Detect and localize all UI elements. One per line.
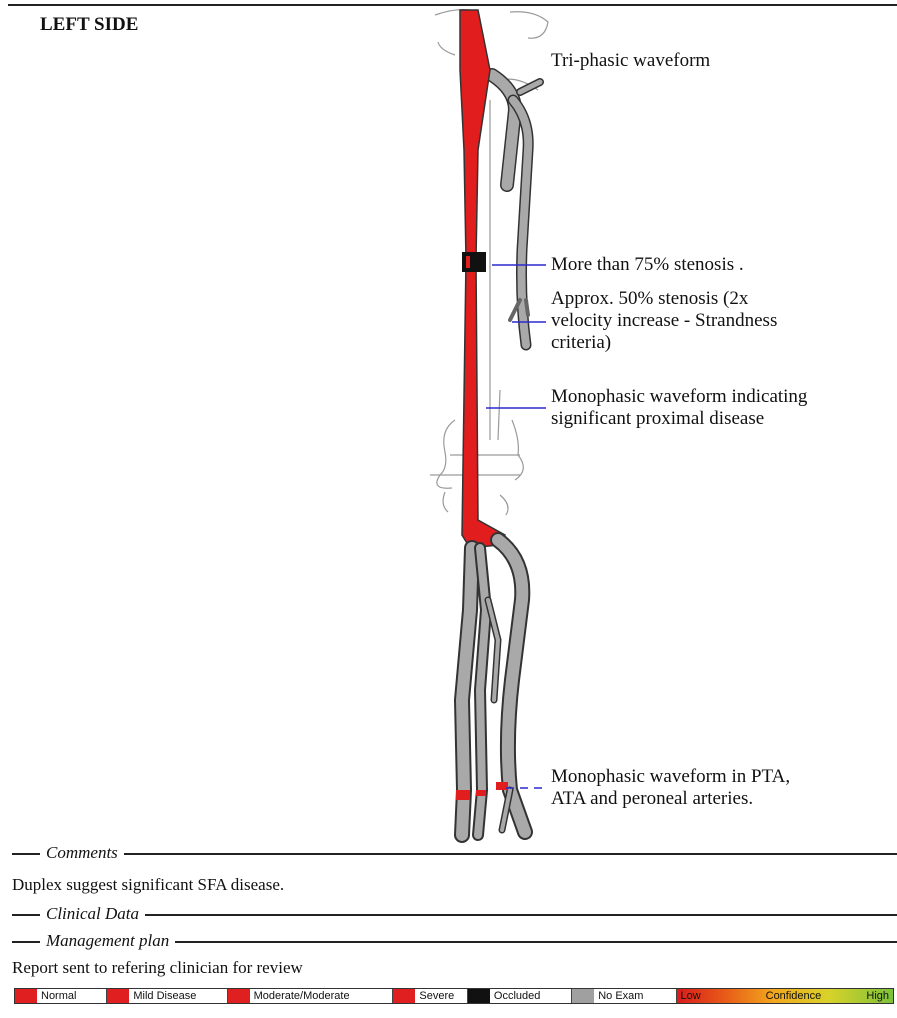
legend-swatch bbox=[393, 989, 415, 1003]
legend-swatch bbox=[468, 989, 490, 1003]
comments-text: Duplex suggest significant SFA disease. bbox=[12, 874, 284, 896]
legend-swatch bbox=[107, 989, 129, 1003]
annotation-line: significant proximal disease bbox=[551, 408, 807, 430]
legend-label: No Exam bbox=[594, 990, 647, 1002]
deep-femoral-branches bbox=[492, 75, 540, 345]
legend-normal: Normal bbox=[15, 989, 107, 1003]
management-plan-text: Report sent to refering clinician for re… bbox=[12, 957, 303, 979]
legend-no-exam: No Exam bbox=[572, 989, 676, 1003]
legend-occluded: Occluded bbox=[468, 989, 572, 1003]
annotation-stenosis-50: Approx. 50% stenosis (2x velocity increa… bbox=[551, 288, 777, 354]
comments-label: Comments bbox=[40, 842, 124, 864]
divider bbox=[12, 853, 897, 855]
legend-label: Severe bbox=[415, 990, 458, 1002]
annotation-monophasic-distal: Monophasic waveform in PTA, ATA and pero… bbox=[551, 766, 790, 810]
legend-swatch bbox=[572, 989, 594, 1003]
legend-moderate: Moderate/Moderate bbox=[228, 989, 394, 1003]
annotation-triphasic: Tri-phasic waveform bbox=[551, 50, 710, 72]
confidence-low-label: Low bbox=[677, 990, 725, 1002]
confidence-high-label: High bbox=[862, 990, 893, 1002]
comments-header: Comments bbox=[12, 842, 897, 866]
legend-label: Normal bbox=[37, 990, 80, 1002]
legend-label: Occluded bbox=[490, 990, 544, 1002]
legend-severe: Severe bbox=[393, 989, 468, 1003]
annotation-line: criteria) bbox=[551, 332, 777, 354]
annotation-line: velocity increase - Strandness bbox=[551, 310, 777, 332]
annotation-stenosis-75: More than 75% stenosis . bbox=[551, 254, 744, 276]
legend-swatch bbox=[15, 989, 37, 1003]
legend-bar: Normal Mild Disease Moderate/Moderate Se… bbox=[14, 988, 894, 1004]
legend-mild-disease: Mild Disease bbox=[107, 989, 227, 1003]
annotation-monophasic-proximal: Monophasic waveform indicating significa… bbox=[551, 386, 807, 430]
management-plan-header: Management plan bbox=[12, 930, 897, 954]
annotation-line: Approx. 50% stenosis (2x bbox=[551, 288, 777, 310]
legend-swatch bbox=[228, 989, 250, 1003]
legend-label: Moderate/Moderate bbox=[250, 990, 354, 1002]
tibial-arteries bbox=[462, 540, 525, 835]
annotation-line: Monophasic waveform indicating bbox=[551, 386, 807, 408]
legend-label: Mild Disease bbox=[129, 990, 200, 1002]
femoral-artery bbox=[460, 10, 505, 548]
confidence-scale: Low Confidence High bbox=[677, 989, 894, 1003]
confidence-label: Confidence bbox=[725, 990, 863, 1002]
clinical-data-label: Clinical Data bbox=[40, 903, 145, 925]
clinical-data-header: Clinical Data bbox=[12, 903, 897, 927]
annotation-line: ATA and peroneal arteries. bbox=[551, 788, 790, 810]
management-plan-label: Management plan bbox=[40, 930, 175, 952]
annotation-line: Monophasic waveform in PTA, bbox=[551, 766, 790, 788]
